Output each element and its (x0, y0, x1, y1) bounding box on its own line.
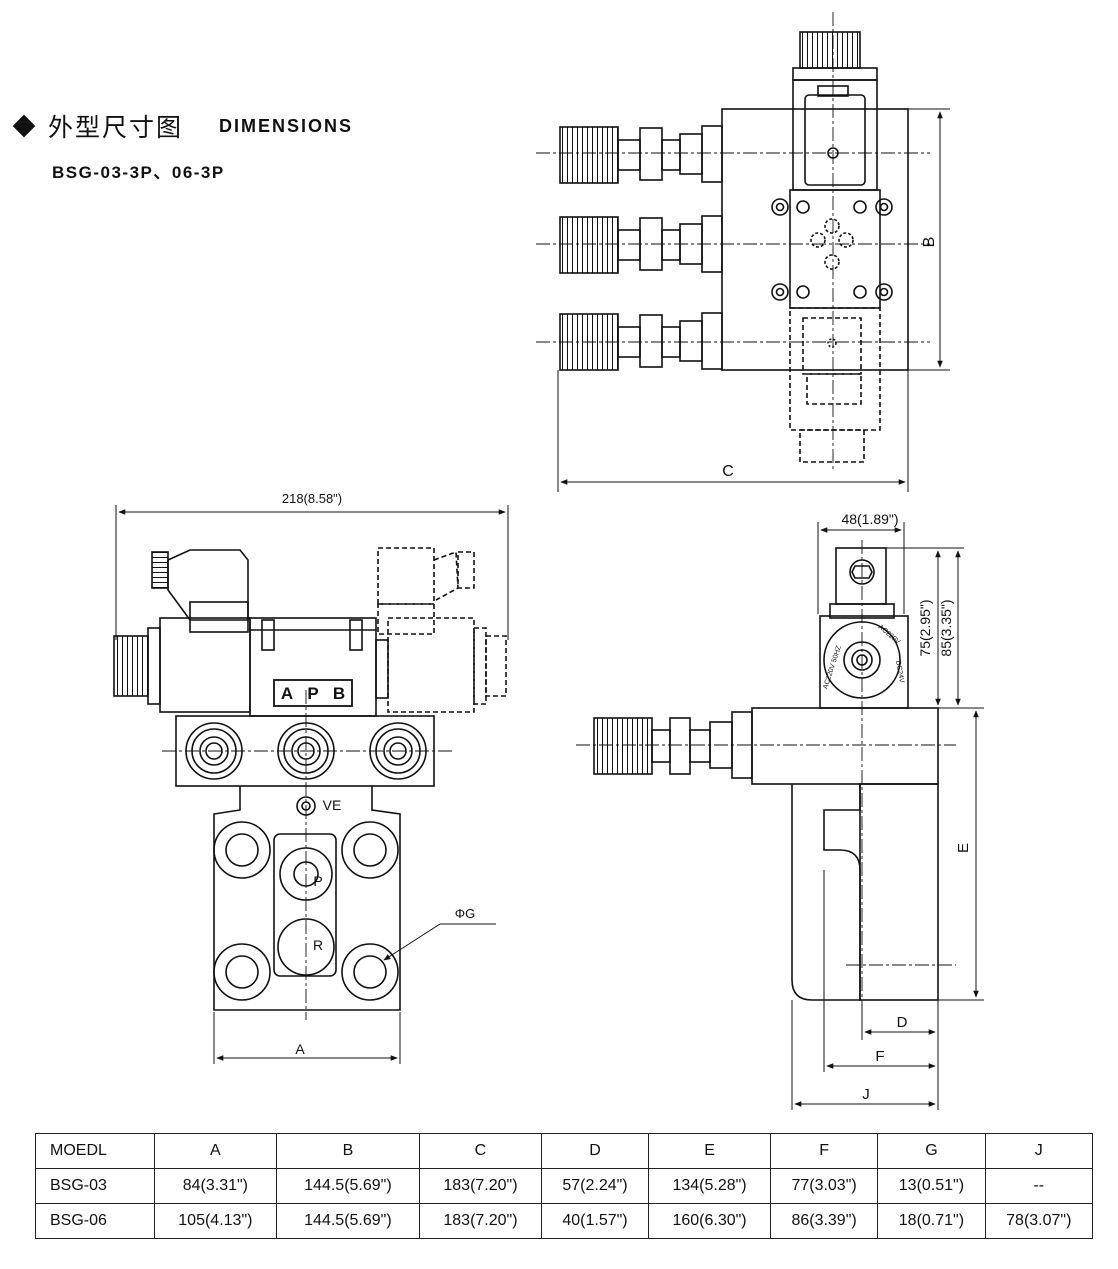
table-cell: 160(6.30") (648, 1203, 771, 1239)
table-cell: 77(3.03") (769, 1168, 879, 1204)
top-connector-knurl (799, 31, 861, 69)
table-header-row: MOEDL A B C D E F G J (35, 1133, 1094, 1169)
dim-75-label: 75(2.95") (917, 599, 933, 656)
table-cell: 183(7.20") (419, 1203, 542, 1239)
table-cell: 40(1.57") (540, 1203, 650, 1239)
port-ve-label: VE (323, 797, 342, 813)
technical-drawing: B C (113, 12, 984, 1110)
port-a-label: A (281, 684, 293, 703)
dim-d-label: D (897, 1014, 908, 1031)
table-header-cell: B (275, 1133, 421, 1169)
side-knob (593, 711, 753, 779)
front-view (113, 505, 509, 1064)
table-cell: -- (984, 1168, 1094, 1204)
top-view (536, 12, 950, 492)
front-base-plate (213, 786, 401, 1011)
title-chinese: 外型尺寸图 (48, 113, 184, 142)
model-line: BSG-03-3P、06-3P (52, 163, 225, 182)
side-connector (835, 547, 887, 605)
table-header-cell: E (648, 1133, 771, 1169)
dimensions-table: MOEDL A B C D E F G J BSG-03 84(3.31") 1… (35, 1133, 1094, 1239)
port-p2-label: P (313, 873, 322, 889)
table-header-cell: A (154, 1133, 277, 1169)
dim-j-label: J (862, 1086, 870, 1103)
dim-b-label: B (921, 237, 938, 248)
table-header-cell: G (877, 1133, 986, 1169)
side-view (576, 522, 984, 1110)
dim-a-label: A (295, 1041, 305, 1057)
dim-48-label: 48(1.89") (841, 511, 898, 527)
table-cell: 144.5(5.69") (275, 1168, 421, 1204)
table-cell: BSG-06 (35, 1203, 155, 1239)
port-p-label: P (307, 684, 318, 703)
table-cell: 84(3.31") (154, 1168, 277, 1204)
dim-g-label: ΦG (455, 906, 475, 921)
table-header-cell: J (984, 1133, 1094, 1169)
table-cell: 57(2.24") (540, 1168, 650, 1204)
dim-overall-label: 218(8.58") (282, 491, 342, 506)
title-row: 外型尺寸图 DIMENSIONS (12, 108, 354, 144)
port-b-label: B (333, 684, 345, 703)
table-cell: 105(4.13") (154, 1203, 277, 1239)
table-cell: 13(0.51") (877, 1168, 986, 1204)
table-row: BSG-03 84(3.31") 144.5(5.69") 183(7.20")… (35, 1168, 1094, 1204)
top-knob-1 (559, 125, 723, 184)
table-row: BSG-06 105(4.13") 144.5(5.69") 183(7.20"… (35, 1203, 1094, 1239)
table-cell: 86(3.39") (769, 1203, 879, 1239)
table-cell: 18(0.71") (877, 1203, 986, 1239)
side-manifold (751, 707, 939, 785)
dim-c-label: C (722, 463, 734, 480)
table-cell: 183(7.20") (419, 1168, 542, 1204)
front-port-plate (273, 679, 353, 707)
coil-label-2: AC220V (877, 624, 902, 646)
dim-f-label: F (875, 1048, 884, 1065)
front-manual-knob (113, 635, 149, 697)
title-english: DIMENSIONS (219, 115, 354, 136)
dim-e-label: E (955, 843, 972, 853)
table-cell: BSG-03 (35, 1168, 155, 1204)
top-knob-3 (559, 312, 723, 371)
table-header-cell: MOEDL (35, 1133, 155, 1169)
table-header-cell: F (769, 1133, 879, 1169)
header: 外型尺寸图 DIMENSIONS BSG-03-3P、06-3P (12, 108, 354, 183)
table-cell: 144.5(5.69") (275, 1203, 421, 1239)
table-header-cell: D (540, 1133, 650, 1169)
table-header-cell: C (419, 1133, 542, 1169)
dim-85-label: 85(3.35") (938, 599, 954, 656)
port-r-label: R (313, 937, 323, 953)
table-cell: 78(3.07") (984, 1203, 1094, 1239)
top-knob-2 (559, 215, 723, 274)
table-cell: 134(5.28") (648, 1168, 771, 1204)
coil-label-3: DC24V (894, 660, 905, 684)
